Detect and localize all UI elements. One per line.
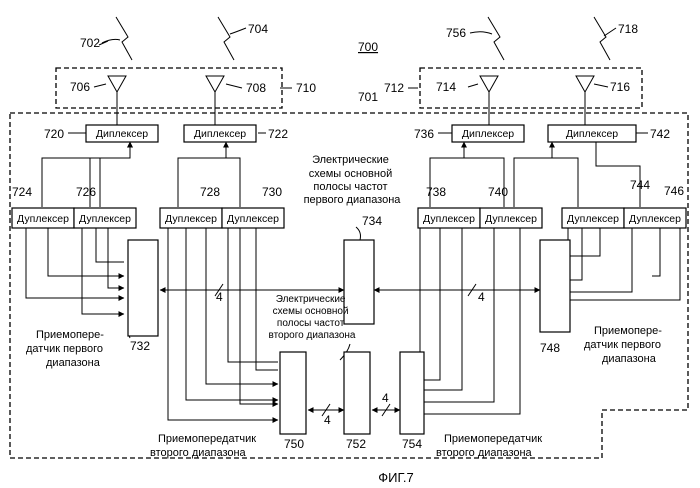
transceiver-750-block (280, 352, 306, 434)
baseband-752-block (344, 352, 370, 434)
transceiver-754-block (400, 352, 424, 434)
duplexer-744-label: Дуплексер (567, 213, 619, 225)
ref-710: 710 (296, 81, 316, 95)
ref-704: 704 (248, 22, 268, 36)
transceiver-732-caption: Приемопере- датчик первого диапазона (26, 329, 107, 369)
ref-728: 728 (200, 185, 220, 199)
ref-716: 716 (610, 80, 630, 94)
ref-700: 700 (358, 40, 378, 54)
antenna-elements (108, 76, 594, 128)
transceiver-748-caption: Приемопере- датчик первого диапазона (584, 325, 665, 365)
diplexer-boxes: Диплексер Диплексер Диплексер Диплексер (86, 125, 636, 142)
baseband-first-caption: Электрические схемы основной полосы част… (304, 154, 402, 206)
ref-708: 708 (246, 81, 266, 95)
bus-width-left: 4 (216, 290, 223, 304)
bus-width-bottom-left: 4 (324, 413, 331, 427)
baseband-second-caption: Электрические схемы основной полосы част… (269, 294, 356, 341)
diplexer-742-label: Диплексер (566, 128, 618, 140)
duplexer-728-label: Дуплексер (165, 213, 217, 225)
ref-754: 754 (402, 437, 422, 451)
ref-738: 738 (426, 185, 446, 199)
duplexer-740-label: Дуплексер (485, 213, 537, 225)
ref-736: 736 (414, 127, 434, 141)
diplexer-720-label: Диплексер (96, 128, 148, 140)
ref-756: 756 (446, 26, 466, 40)
duplexer-730-label: Дуплексер (227, 213, 279, 225)
ref-746: 746 (664, 184, 684, 198)
ref-714: 714 (436, 80, 456, 94)
transceiver-750-caption: Приемопередатчик второго диапазона (150, 433, 259, 459)
ref-742: 742 (650, 127, 670, 141)
duplexer-746-label: Дуплексер (629, 213, 681, 225)
ref-734: 734 (362, 214, 382, 228)
ref-752: 752 (346, 437, 366, 451)
ref-726: 726 (76, 185, 96, 199)
bus-width-bottom-right: 4 (382, 391, 389, 405)
ref-744: 744 (630, 178, 650, 192)
diplexer-736-label: Диплексер (462, 128, 514, 140)
transceiver-748-block (540, 240, 570, 332)
ref-718: 718 (618, 22, 638, 36)
ref-740: 740 (488, 185, 508, 199)
ref-748: 748 (540, 341, 560, 355)
duplexer-724-label: Дуплексер (17, 213, 69, 225)
ref-712: 712 (384, 81, 404, 95)
bus-width-right: 4 (478, 290, 485, 304)
ref-724: 724 (12, 185, 32, 199)
figure-caption: ФИГ.7 (378, 470, 414, 485)
ref-706: 706 (70, 80, 90, 94)
duplexer-738-label: Дуплексер (423, 213, 475, 225)
diplexer-722-label: Диплексер (194, 128, 246, 140)
ref-722: 722 (268, 127, 288, 141)
ref-750: 750 (284, 437, 304, 451)
ref-720: 720 (44, 127, 64, 141)
ref-701: 701 (358, 90, 378, 104)
transceiver-754-caption: Приемопередатчик второго диапазона (436, 433, 545, 459)
duplexer-boxes: Дуплексер Дуплексер Дуплексер Дуплексер … (12, 208, 686, 228)
ref-732: 732 (130, 339, 150, 353)
ref-702: 702 (80, 36, 100, 50)
duplexer-726-label: Дуплексер (79, 213, 131, 225)
ref-730: 730 (262, 185, 282, 199)
transceiver-732-block (128, 240, 158, 336)
